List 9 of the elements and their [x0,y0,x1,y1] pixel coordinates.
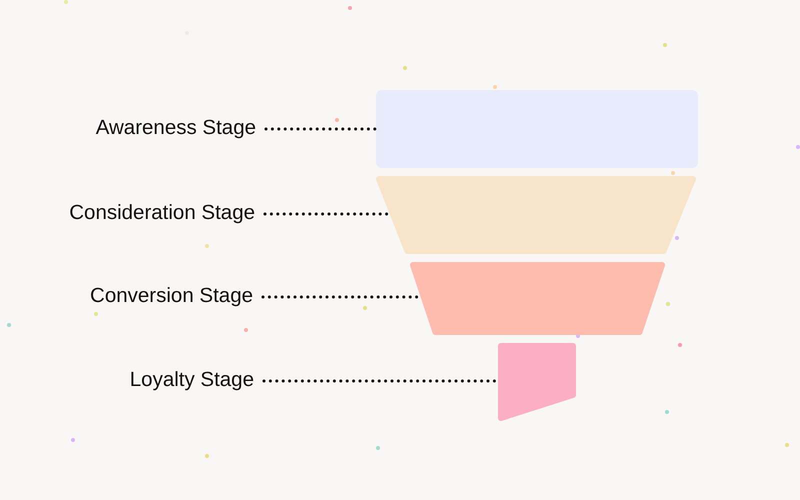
funnel-segment [498,343,576,421]
stage-label: Conversion Stage [90,284,253,308]
funnel-segment [410,262,665,335]
leader-line [264,128,378,130]
funnel-segment [376,90,698,168]
stage-label: Consideration Stage [69,201,255,225]
funnel-segment [376,176,696,254]
stage-label: Loyalty Stage [130,368,254,392]
stage-label: Awareness Stage [96,116,256,140]
